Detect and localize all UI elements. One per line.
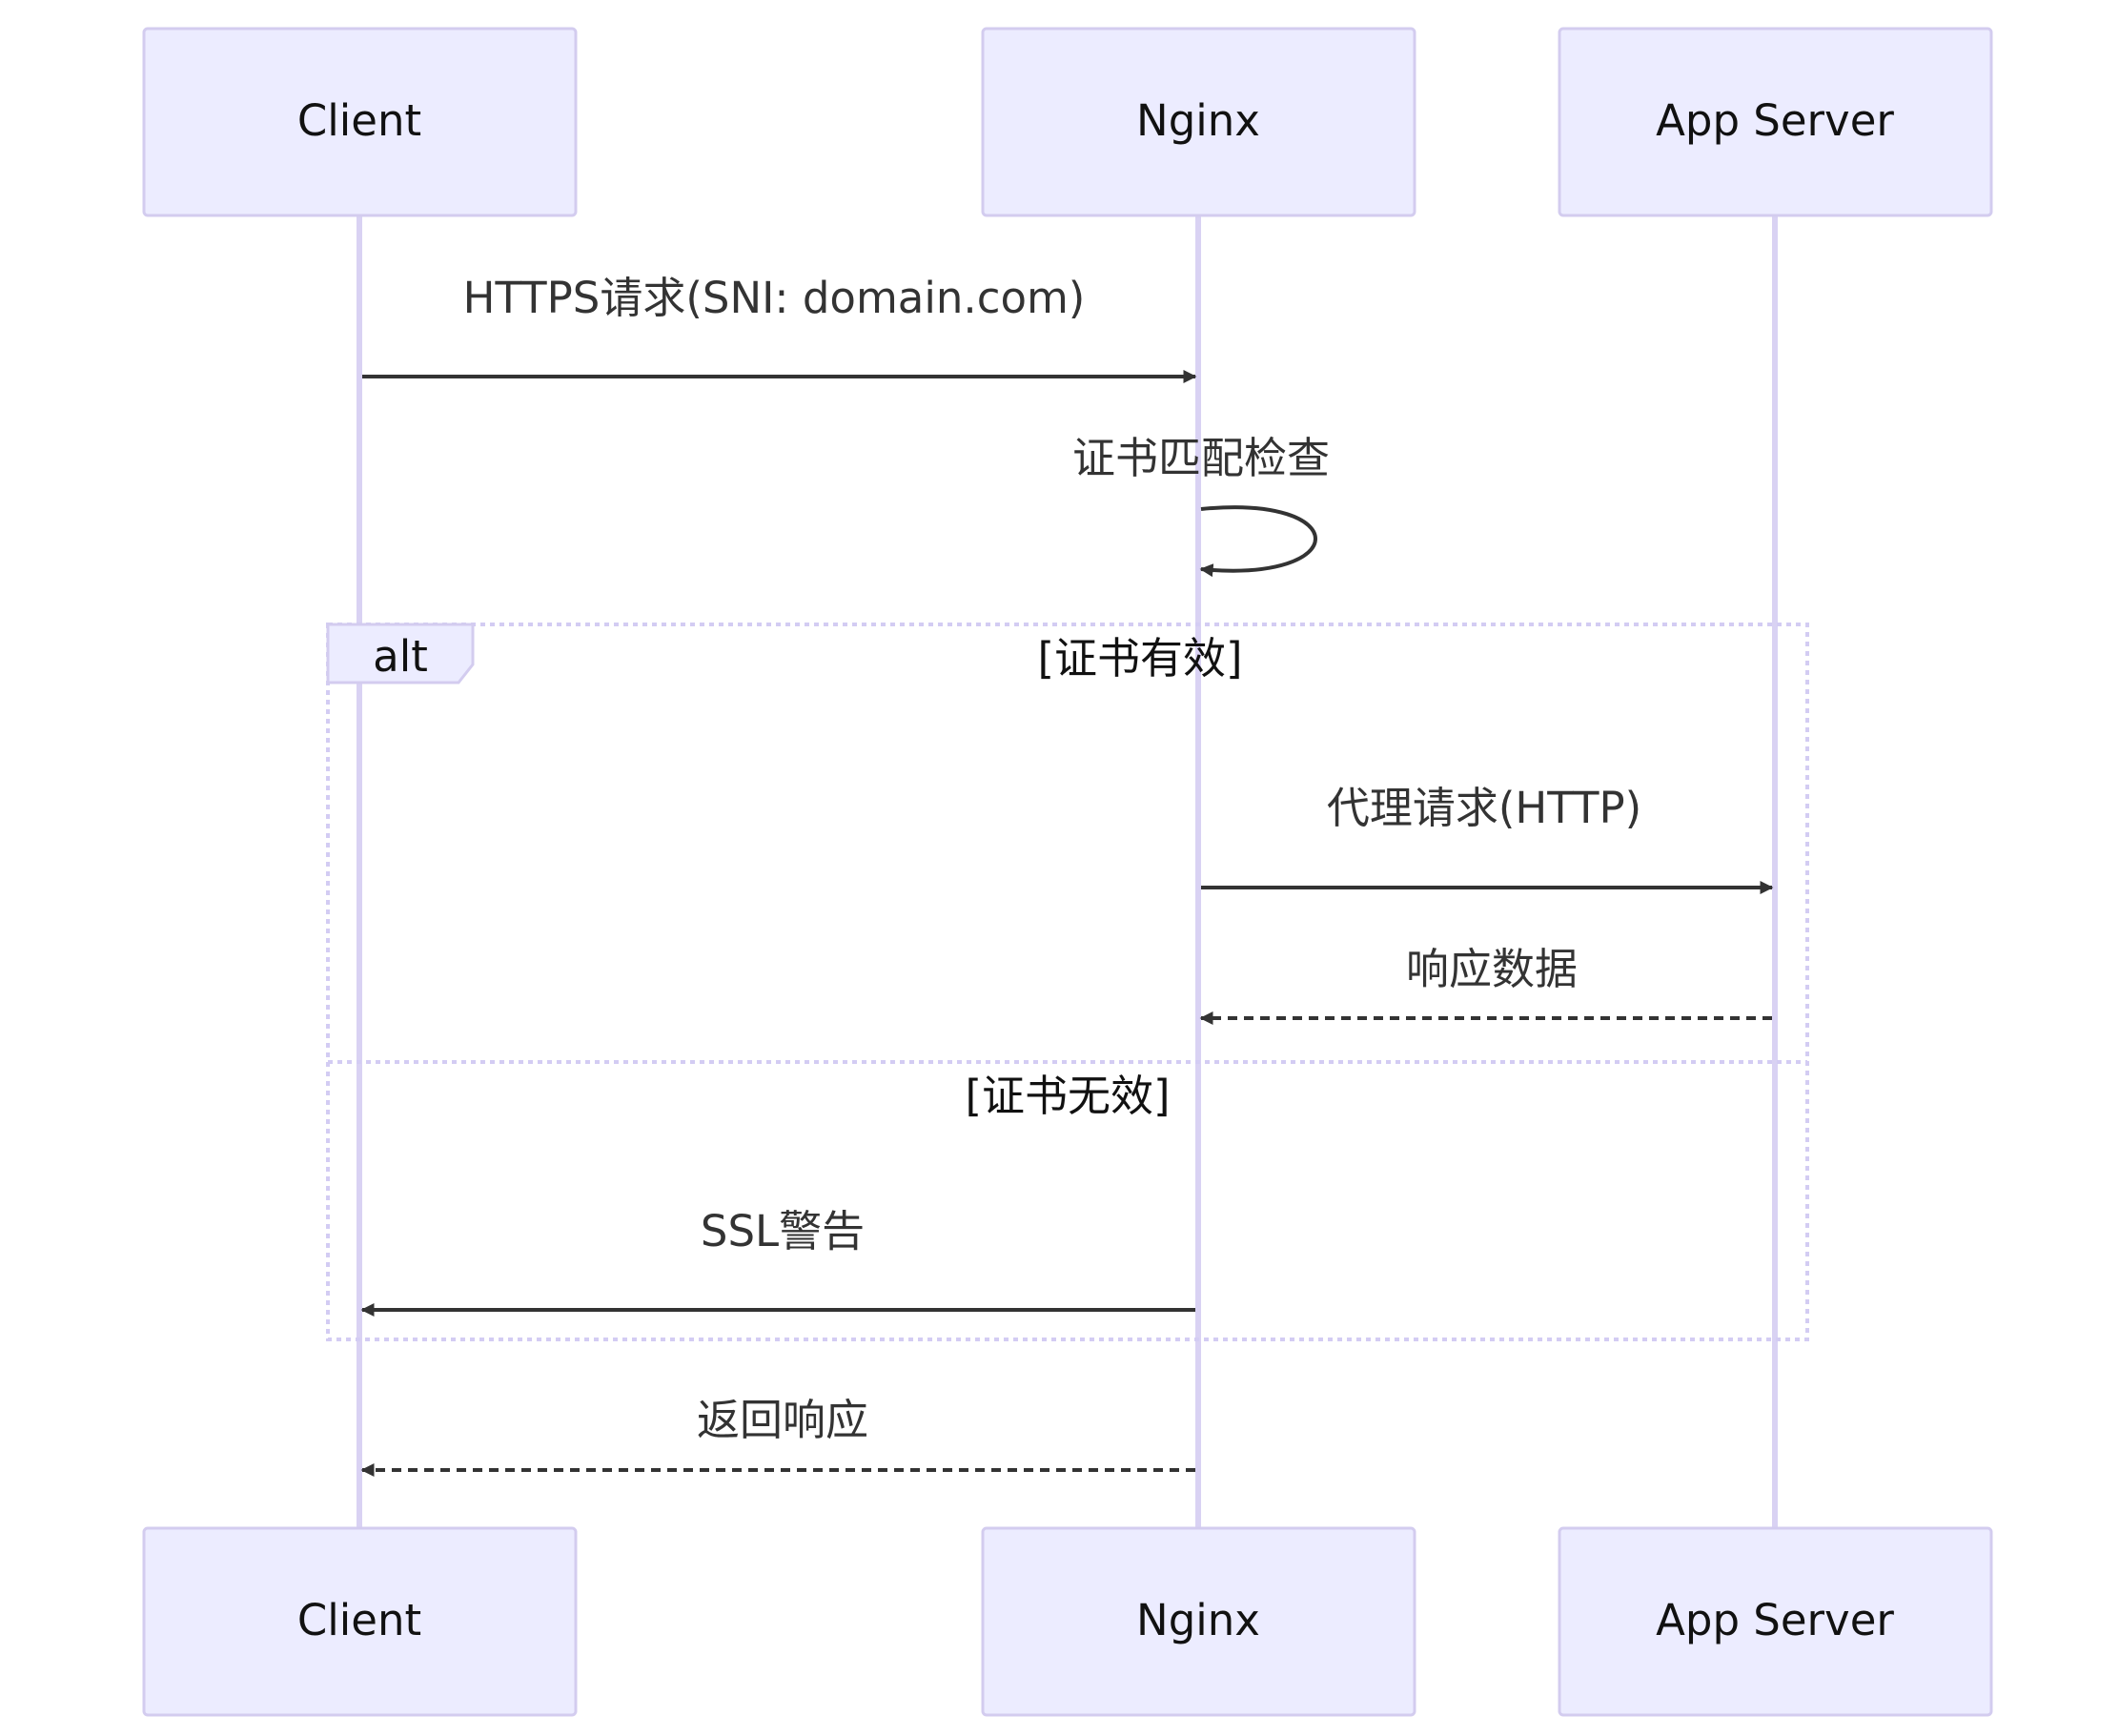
actor-app-server-top: App Server [1558,27,1993,217]
alt-frame [326,623,1809,1341]
message-label-cert-check: 证书匹配检查 [1072,433,1330,483]
alt-frame-tag: alt [326,623,475,684]
actor-label: Client [297,95,421,146]
actor-label: App Server [1656,95,1894,146]
alt-tag-label: alt [373,631,428,682]
actor-label: Client [297,1595,421,1645]
actor-label: App Server [1656,1595,1894,1645]
actor-app-server-bottom: App Server [1558,1526,1993,1717]
guard-invalid-label: [证书无效] [965,1071,1170,1121]
actor-label: Nginx [1136,95,1260,146]
actor-nginx-top: Nginx [981,27,1416,217]
message-arrow-cert-check [1199,505,1317,578]
actor-client-top: Client [142,27,578,217]
message-label-ssl-warning: SSL警告 [701,1206,865,1256]
message-label-proxy-request: 代理请求(HTTP) [1327,783,1641,833]
message-label-response-data: 响应数据 [1406,944,1578,994]
actor-label: Nginx [1136,1595,1260,1645]
message-label-https-request: HTTPS请求(SNI: domain.com) [463,273,1086,323]
message-label-return-response: 返回响应 [697,1395,868,1445]
actor-nginx-bottom: Nginx [981,1526,1416,1717]
guard-valid-label: [证书有效] [1037,633,1242,684]
actor-client-bottom: Client [142,1526,578,1717]
